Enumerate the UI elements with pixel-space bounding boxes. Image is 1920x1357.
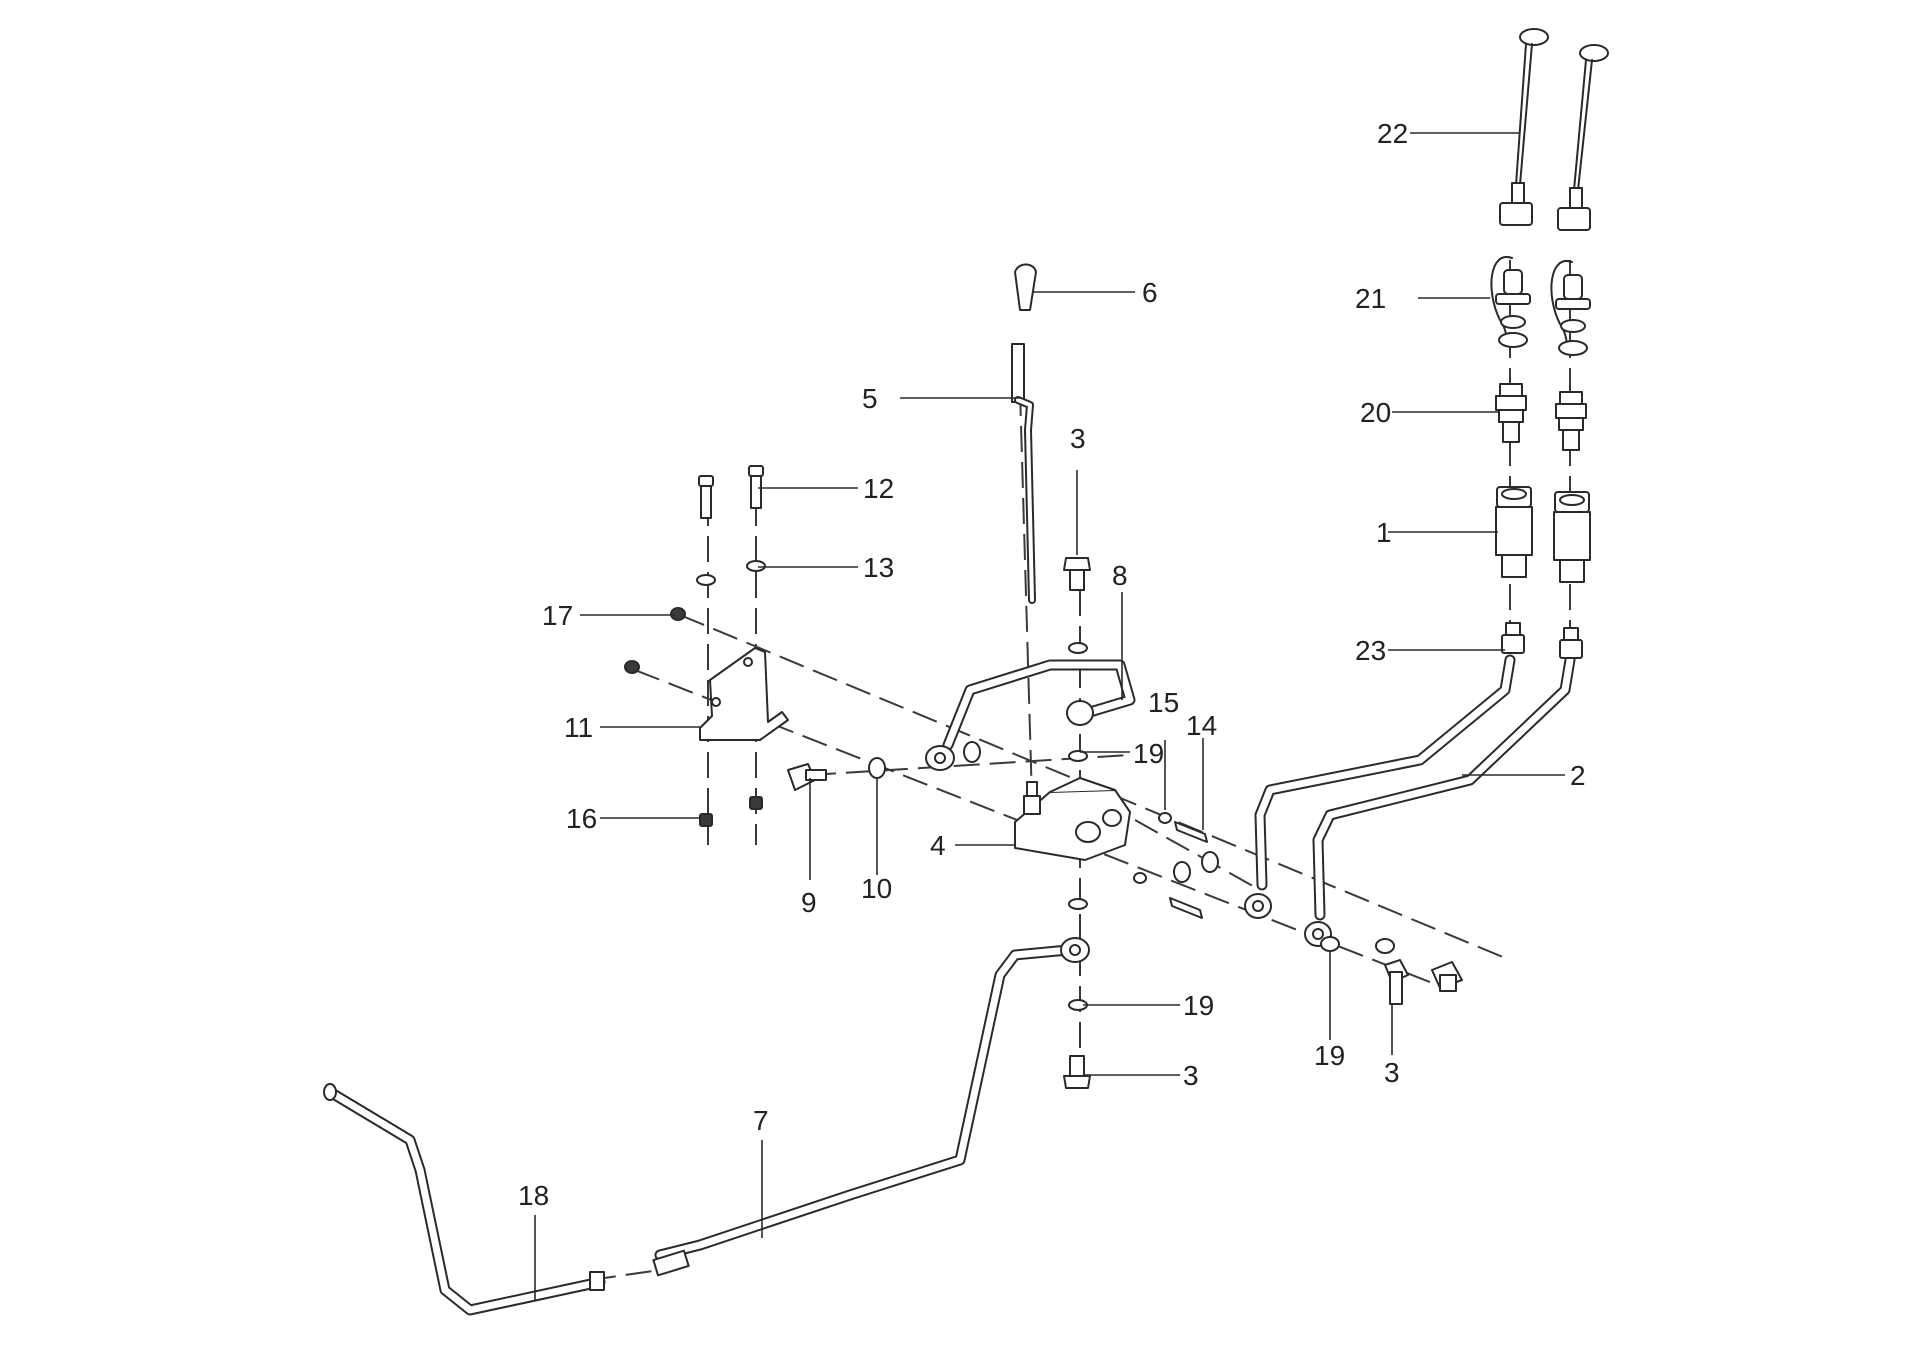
callout-15: 15 <box>1148 687 1179 718</box>
part-3-banjo-bolt-bottom <box>1063 1055 1091 1089</box>
callout-6: 6 <box>1142 277 1158 308</box>
part-10-washer <box>868 741 981 779</box>
part-23-fittings <box>1501 622 1583 659</box>
part-1-quick-couplers <box>1495 486 1591 583</box>
part-22-dipsticks <box>1499 28 1609 231</box>
part-16-nuts <box>699 796 763 827</box>
callout-13: 13 <box>863 552 894 583</box>
part-2-hydraulic-pipes <box>1244 654 1576 947</box>
part-3-banjo-bolt-top <box>1063 557 1091 591</box>
callout-18: 18 <box>518 1180 549 1211</box>
part-13-washers <box>696 560 766 586</box>
part-7-return-line <box>652 937 1090 1277</box>
part-11-mounting-bracket <box>699 647 789 741</box>
leader-lines <box>534 132 1565 1300</box>
part-4-control-valve <box>1014 777 1131 861</box>
callout-10: 10 <box>861 873 892 904</box>
part-15-seal <box>1133 812 1172 884</box>
part-12-bolts <box>698 465 764 519</box>
callout-17: 17 <box>542 600 573 631</box>
part-18-hose <box>323 1083 606 1316</box>
callout-7: 7 <box>753 1105 769 1136</box>
callout-20: 20 <box>1360 397 1391 428</box>
part-21-dust-caps <box>1490 255 1591 356</box>
callout-19-a: 19 <box>1133 738 1164 769</box>
part-3-banjo-bolts-right <box>1384 959 1463 1005</box>
callout-3-bottom: 3 <box>1183 1060 1199 1091</box>
callout-3-top: 3 <box>1070 423 1086 454</box>
callout-19-c: 19 <box>1314 1040 1345 1071</box>
callout-11: 11 <box>564 712 593 743</box>
part-6-lever-knob <box>1014 263 1037 311</box>
callout-labels: 22 6 21 5 20 3 12 1 13 8 17 23 15 14 11 … <box>518 118 1586 1211</box>
part-17-nuts <box>624 607 686 674</box>
callout-21: 21 <box>1355 283 1386 314</box>
assembly-dashed-lines <box>589 260 1571 1281</box>
part-5-control-lever <box>1011 343 1036 604</box>
callout-14: 14 <box>1186 710 1217 741</box>
callout-1: 1 <box>1376 517 1392 548</box>
part-14-bolts <box>1169 821 1208 919</box>
part-19-seals <box>1068 642 1395 1011</box>
callout-2: 2 <box>1570 760 1586 791</box>
callout-3-right: 3 <box>1384 1057 1400 1088</box>
part-20-adapters <box>1495 383 1587 451</box>
callout-8: 8 <box>1112 560 1128 591</box>
callout-23: 23 <box>1355 635 1386 666</box>
callout-19-b: 19 <box>1183 990 1214 1021</box>
callout-4: 4 <box>930 830 946 861</box>
callout-22: 22 <box>1377 118 1408 149</box>
callout-16: 16 <box>566 803 597 834</box>
valve-o-rings <box>1173 851 1219 883</box>
callout-9: 9 <box>801 887 817 918</box>
part-8-pressure-line <box>925 659 1136 771</box>
callout-12: 12 <box>863 473 894 504</box>
callout-5: 5 <box>862 383 878 414</box>
part-9-banjo-bolt <box>787 763 827 791</box>
